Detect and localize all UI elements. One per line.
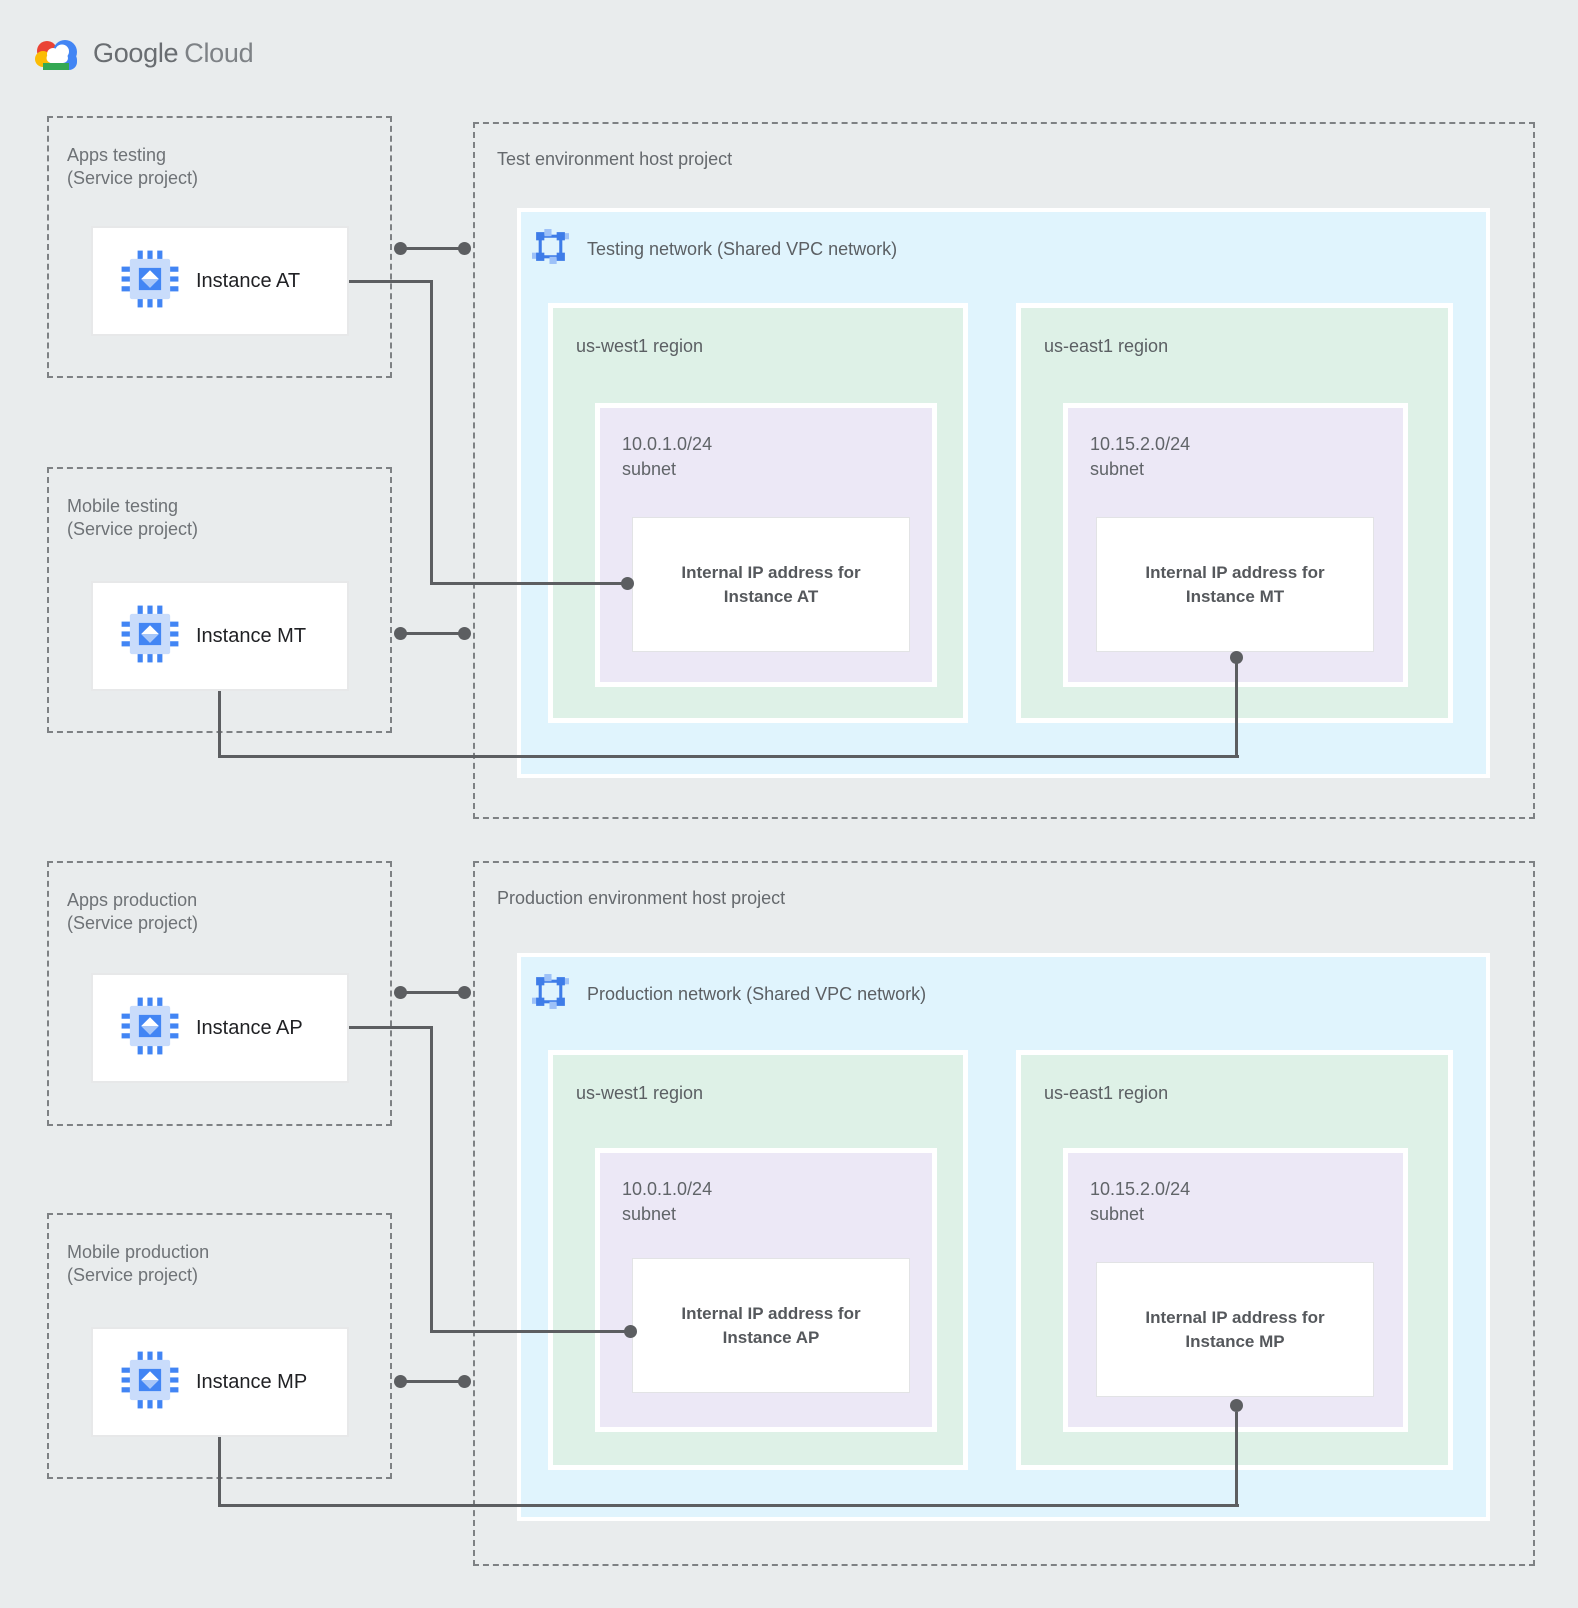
connector-endpoint-dot — [394, 986, 407, 999]
instance-label: Instance MT — [196, 624, 307, 647]
connector-mobile-production-to-host — [400, 1380, 465, 1383]
internal-ip-line1: Internal IP address for — [1145, 1307, 1325, 1327]
connector-instance-at-segment — [430, 582, 632, 585]
subnet-label: 10.15.2.0/24 subnet — [1090, 432, 1190, 482]
internal-ip-line1: Internal IP address for — [681, 1303, 861, 1323]
host-project-production: Production environment host project — [473, 861, 1535, 1566]
compute-instance-icon — [119, 995, 181, 1062]
connector-instance-at-endpoint-dot — [621, 577, 634, 590]
host-project-test: Test environment host project — [473, 122, 1535, 819]
instance-label: Instance MP — [196, 1370, 308, 1393]
subnet-cidr: 10.0.1.0/24 — [622, 434, 713, 454]
internal-ip-line1: Internal IP address for — [1145, 562, 1325, 582]
google-cloud-icon — [33, 36, 81, 70]
network-header-testing: Testing network (Shared VPC network) — [532, 228, 897, 270]
connector-instance-mp-segment — [218, 1437, 221, 1507]
internal-ip-card-instance-mp: Internal IP address for Instance MP — [1096, 1262, 1374, 1397]
compute-instance-icon — [119, 1349, 181, 1416]
subnet-label: 10.15.2.0/24 subnet — [1090, 1177, 1190, 1227]
connector-apps-production-to-host — [400, 991, 465, 994]
connector-instance-mt-segment — [1235, 662, 1238, 758]
service-project-apps-testing: Apps testing (Service project) — [47, 116, 392, 378]
connector-instance-mp-segment — [218, 1504, 1239, 1507]
connector-endpoint-dot — [394, 242, 407, 255]
subnet-cidr: 10.15.2.0/24 — [1090, 434, 1191, 454]
connector-instance-ap-segment — [349, 1026, 433, 1029]
logo-brand: Google — [93, 37, 179, 68]
service-project-label: Apps testing (Service project) — [67, 144, 198, 190]
service-project-label: Apps production (Service project) — [67, 889, 198, 935]
host-project-title: Test environment host project — [497, 149, 733, 169]
network-header-production: Production network (Shared VPC network) — [532, 973, 926, 1015]
connector-instance-mp-segment — [1235, 1412, 1238, 1507]
service-project-name: Apps production — [67, 890, 198, 910]
subnet-label: 10.0.1.0/24 subnet — [622, 1177, 712, 1227]
service-project-name: Mobile testing — [67, 496, 179, 516]
compute-instance-icon — [119, 248, 181, 315]
internal-ip-line2: Instance AT — [723, 586, 819, 606]
connector-instance-ap-endpoint-dot — [624, 1325, 637, 1338]
service-project-name: Mobile production — [67, 1242, 210, 1262]
internal-ip-line2: Instance MT — [1185, 586, 1285, 606]
service-project-subtitle: (Service project) — [67, 519, 199, 539]
connector-endpoint-dot — [394, 1375, 407, 1388]
connector-apps-testing-to-host — [400, 247, 465, 250]
connector-instance-at-segment — [430, 280, 433, 585]
connector-instance-at-segment — [349, 280, 433, 283]
internal-ip-card-instance-mt: Internal IP address for Instance MT — [1096, 517, 1374, 652]
region-label: us-west1 region — [576, 336, 704, 356]
service-project-subtitle: (Service project) — [67, 168, 199, 188]
instance-label: Instance AT — [196, 269, 301, 292]
subnet-word: subnet — [1090, 459, 1145, 479]
subnet-cidr: 10.15.2.0/24 — [1090, 1179, 1191, 1199]
network-label: Testing network (Shared VPC network) — [587, 238, 898, 259]
vpc-network-icon — [532, 228, 569, 270]
region-label: us-east1 region — [1044, 1083, 1169, 1103]
internal-ip-line1: Internal IP address for — [681, 562, 861, 582]
service-project-label: Mobile production (Service project) — [67, 1241, 209, 1287]
connector-endpoint-dot — [458, 627, 471, 640]
connector-instance-ap-segment — [430, 1330, 632, 1333]
logo-product: Cloud — [184, 37, 254, 68]
connector-endpoint-dot — [394, 627, 407, 640]
subnet-word: subnet — [1090, 1204, 1145, 1224]
subnet-cidr: 10.0.1.0/24 — [622, 1179, 713, 1199]
connector-endpoint-dot — [458, 986, 471, 999]
service-project-subtitle: (Service project) — [67, 1265, 199, 1285]
connector-instance-mt-segment — [218, 691, 221, 758]
service-project-label: Mobile testing (Service project) — [67, 495, 198, 541]
instance-card-mt: Instance MT — [91, 581, 349, 691]
subnet-label: 10.0.1.0/24 subnet — [622, 432, 712, 482]
connector-instance-mt-endpoint-dot — [1230, 651, 1243, 664]
instance-card-mp: Instance MP — [91, 1327, 349, 1437]
internal-ip-line2: Instance AP — [722, 1327, 820, 1347]
service-project-apps-production: Apps production (Service project) — [47, 861, 392, 1126]
internal-ip-line2: Instance MP — [1185, 1331, 1285, 1351]
instance-label: Instance AP — [196, 1016, 303, 1039]
network-label: Production network (Shared VPC network) — [587, 983, 927, 1004]
service-project-subtitle: (Service project) — [67, 913, 199, 933]
host-project-title: Production environment host project — [497, 888, 786, 908]
connector-endpoint-dot — [458, 1375, 471, 1388]
connector-endpoint-dot — [458, 242, 471, 255]
internal-ip-card-instance-at: Internal IP address for Instance AT — [632, 517, 910, 652]
connector-instance-ap-segment — [430, 1026, 433, 1333]
internal-ip-card-instance-ap: Internal IP address for Instance AP — [632, 1258, 910, 1393]
compute-instance-icon — [119, 603, 181, 670]
subnet-word: subnet — [622, 459, 677, 479]
service-project-name: Apps testing — [67, 145, 167, 165]
vpc-network-icon — [532, 973, 569, 1015]
connector-instance-mp-endpoint-dot — [1230, 1399, 1243, 1412]
subnet-word: subnet — [622, 1204, 677, 1224]
region-label: us-east1 region — [1044, 336, 1169, 356]
connector-mobile-testing-to-host — [400, 632, 465, 635]
instance-card-ap: Instance AP — [91, 973, 349, 1083]
instance-card-at: Instance AT — [91, 226, 349, 336]
connector-instance-mt-segment — [218, 755, 1239, 758]
region-label: us-west1 region — [576, 1083, 704, 1103]
